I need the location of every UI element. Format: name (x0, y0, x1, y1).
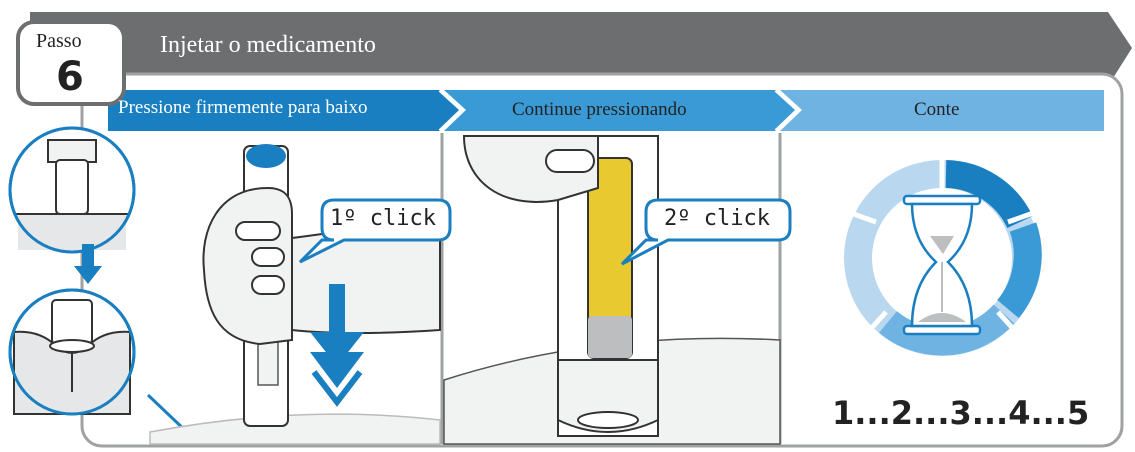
hourglass-icon (902, 194, 982, 336)
substep-label-2: Continue pressionando (512, 99, 687, 120)
down-arrow-icon (74, 244, 102, 284)
needle-insert-detail-icon (8, 288, 136, 416)
step-number: 6 (56, 54, 84, 100)
page-title: Injetar o medicamento (160, 32, 376, 58)
substep-label-3: Conte (914, 99, 960, 120)
substep-bar-3 (780, 90, 1104, 131)
step-word: Passo (36, 30, 82, 52)
callout-bubble-1 (298, 198, 452, 264)
needle-cap-detail-icon (8, 126, 136, 254)
substep-bar-1 (108, 90, 462, 131)
substep-bar-2 (444, 90, 798, 131)
click-callout-2: 2º click (664, 206, 770, 231)
step-badge (16, 20, 126, 106)
timer-ring-icon (844, 160, 1042, 356)
pen-hold-illustration-icon (443, 135, 781, 445)
callout-bubble-2 (620, 198, 792, 266)
substep-label-1: Pressione firmemente para baixo (118, 97, 368, 118)
count-text: 1...2...3...4...5 (832, 394, 1090, 432)
click-callout-1: 1º click (330, 206, 436, 231)
header-banner (30, 12, 1132, 86)
press-down-arrow-icon (310, 284, 364, 407)
